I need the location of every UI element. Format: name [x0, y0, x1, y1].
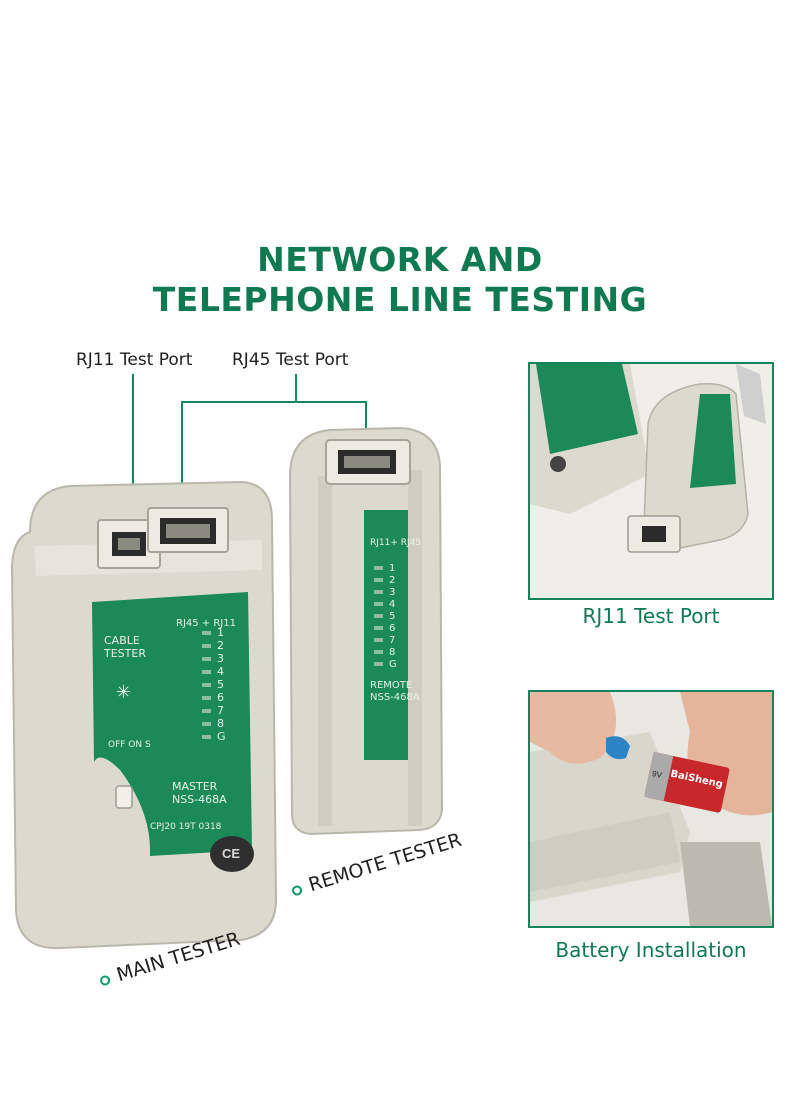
power-switch[interactable]: [115, 785, 133, 809]
headline-line-1: NETWORK AND: [257, 240, 543, 279]
rj11-port-photo: [528, 362, 774, 600]
headline-line-2: TELEPHONE LINE TESTING: [152, 280, 648, 319]
rj45-callout: RJ45 Test Port: [232, 350, 349, 370]
main-tester-device: [10, 480, 278, 950]
battery-voltage: 9V: [651, 769, 663, 780]
main-tester-dot-icon: [98, 973, 112, 987]
battery-photo-art: [530, 692, 772, 926]
battery-photo-caption: Battery Installation: [555, 938, 747, 962]
ce-mark-badge: [210, 836, 254, 872]
remote-tester-dot-icon: [290, 883, 304, 897]
remote-rj45-port: [325, 439, 411, 485]
battery: [644, 751, 730, 813]
main-panel: [92, 592, 252, 856]
rj11-callout: RJ11 Test Port: [76, 350, 193, 370]
rj11-port-photo-art: [530, 364, 772, 598]
product-illustration: [10, 374, 444, 950]
rj11-photo-caption: RJ11 Test Port: [582, 604, 720, 628]
remote-panel: [364, 510, 408, 760]
main-rj45-port: [147, 507, 229, 553]
remote-tester-device: [288, 426, 444, 836]
battery-installation-photo: BaiSheng 9V: [528, 690, 774, 928]
